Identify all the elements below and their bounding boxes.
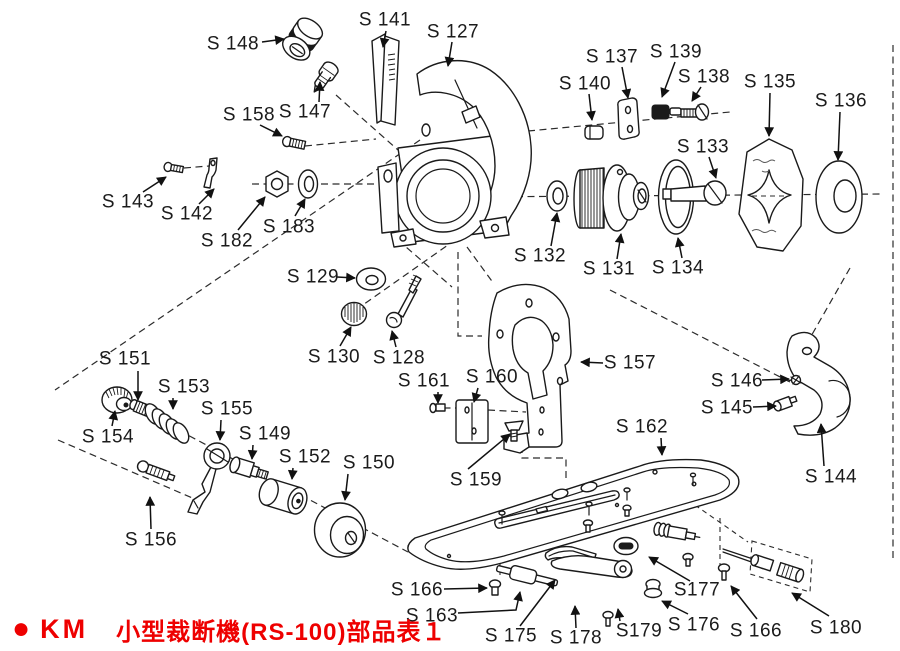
part-s131-pulley bbox=[573, 164, 650, 232]
part-s159-screw bbox=[504, 420, 524, 442]
part-s166b-screw bbox=[717, 563, 731, 581]
part-s139-block bbox=[651, 104, 682, 120]
part-s128-screw bbox=[385, 274, 422, 329]
part-s137-clamp bbox=[617, 97, 640, 140]
part-s183-washer bbox=[297, 169, 319, 199]
part-s142-bracket bbox=[203, 157, 218, 189]
leader-arrows bbox=[108, 30, 844, 629]
part-s178-link bbox=[550, 554, 633, 579]
part-s144-arm bbox=[786, 331, 851, 436]
part-s182-nut bbox=[265, 170, 289, 198]
part-s160-plate bbox=[455, 399, 489, 444]
part-s179-screw bbox=[602, 610, 614, 627]
part-s141-blade bbox=[371, 33, 400, 126]
part-s152-spacer bbox=[258, 478, 308, 515]
part-s155-lever bbox=[187, 442, 231, 515]
part-s157-guard-plate bbox=[487, 283, 572, 454]
part-s158-screw bbox=[281, 135, 307, 150]
caption-brand: KM bbox=[40, 613, 89, 644]
part-s145-plug bbox=[772, 395, 798, 412]
part-s127-housing bbox=[377, 60, 532, 248]
part-s135-plate bbox=[738, 138, 804, 252]
part-small-screws bbox=[582, 504, 694, 567]
part-s153-spring bbox=[144, 403, 190, 444]
part-s177-slotted-washer bbox=[613, 536, 639, 556]
part-s143-screw bbox=[163, 161, 185, 174]
part-s149-stud bbox=[229, 456, 269, 480]
part-s132-bushing bbox=[546, 180, 568, 212]
part-s148-knob bbox=[282, 17, 324, 61]
part-s138-screw bbox=[680, 103, 710, 121]
part-s129-roller bbox=[355, 267, 387, 291]
part-s130-knurled-knob bbox=[340, 301, 368, 327]
part-s156-screw bbox=[136, 460, 176, 482]
part-s161-screw bbox=[429, 402, 446, 414]
part-s146-screw bbox=[787, 374, 802, 386]
bullet-icon: ● bbox=[12, 612, 31, 645]
part-ridged-bolt bbox=[653, 521, 701, 541]
part-s163-rod bbox=[495, 564, 559, 587]
part-s166a-screw bbox=[488, 579, 502, 596]
part-s140-pin bbox=[584, 125, 604, 140]
assembly-axis-lines bbox=[54, 45, 894, 578]
part-s133-shaft-screw bbox=[662, 180, 727, 206]
part-s154-knob bbox=[101, 386, 133, 414]
diagram-caption: ● KM 小型裁断機(RS-100)部品表１ bbox=[12, 612, 446, 646]
part-s150-roller bbox=[313, 502, 367, 558]
part-s176-grommet bbox=[643, 578, 663, 599]
part-s180-kit bbox=[722, 540, 813, 593]
part-s162-base-plate bbox=[407, 458, 740, 570]
caption-text: 小型裁断機(RS-100)部品表１ bbox=[116, 618, 447, 646]
part-s136-cap bbox=[815, 160, 863, 234]
part-s147-stud bbox=[313, 61, 339, 93]
